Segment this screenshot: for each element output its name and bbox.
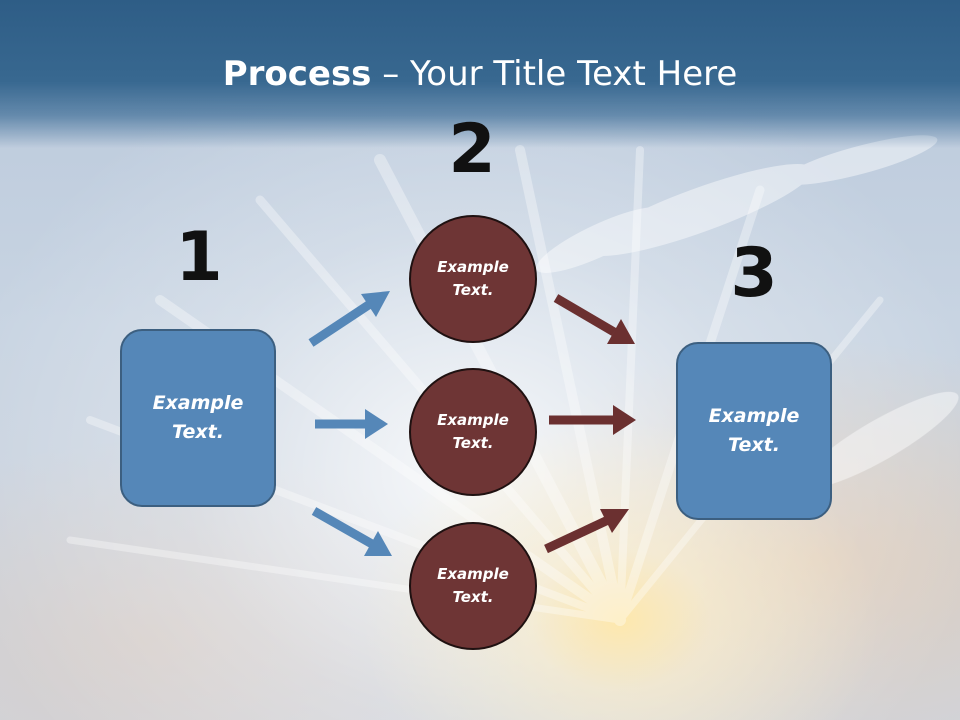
arrow-1-to-2-top xyxy=(308,291,390,347)
step-2-circle-middle-label: Example Text. xyxy=(437,411,509,452)
slide-title: Process – Your Title Text Here xyxy=(0,52,960,96)
step-1-label: Example Text. xyxy=(152,392,244,443)
arrow-2-bottom-to-3 xyxy=(544,509,629,554)
step-1-box: Example Text. xyxy=(120,329,276,507)
step-2-circle-middle: Example Text. xyxy=(409,368,537,496)
step-1-number: 1 xyxy=(175,218,223,297)
step-3-number: 3 xyxy=(730,234,778,313)
step-2-circle-bottom: Example Text. xyxy=(409,522,537,650)
arrow-1-to-2-middle xyxy=(315,409,388,439)
step-2-circle-bottom-label: Example Text. xyxy=(437,565,509,606)
arrow-2-top-to-3 xyxy=(553,294,635,344)
title-rest: – Your Title Text Here xyxy=(371,54,738,94)
arrow-1-to-2-bottom xyxy=(311,507,392,556)
title-bar xyxy=(0,0,960,148)
step-2-circle-top: Example Text. xyxy=(409,215,537,343)
step-2-circle-top-label: Example Text. xyxy=(437,258,509,299)
step-3-label: Example Text. xyxy=(708,405,800,456)
title-bold: Process xyxy=(222,54,372,94)
step-3-box: Example Text. xyxy=(676,342,832,520)
step-2-number: 2 xyxy=(448,110,496,189)
arrow-2-middle-to-3 xyxy=(549,405,636,435)
